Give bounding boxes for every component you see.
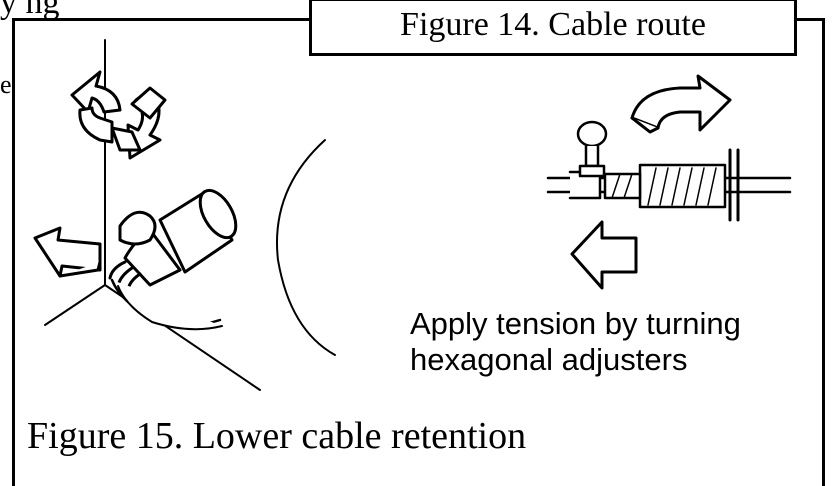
- cropped-top-text: y ng: [0, 0, 60, 21]
- rotate-arrows-icon: [70, 70, 167, 160]
- tension-instruction-line-1: Apply tension by turning: [410, 306, 741, 341]
- pull-arrow-icon: [33, 226, 102, 278]
- shaft-assembly: [546, 120, 792, 222]
- push-arrow-icon: [570, 220, 638, 290]
- cropped-side-text: e: [0, 70, 12, 99]
- figure-15-caption: Figure 15. Lower cable retention: [27, 415, 527, 457]
- tension-instruction: Apply tension by turning hexagonal adjus…: [410, 306, 741, 378]
- tension-instruction-line-2: hexagonal adjusters: [410, 342, 688, 377]
- figure-14-caption: Figure 14. Cable route: [309, 0, 797, 56]
- center-bracket-curve: [276, 139, 336, 356]
- rotate-arrow-icon: [630, 74, 732, 134]
- diagonal-axis-line: [44, 284, 106, 326]
- adjuster-assembly: [108, 188, 238, 331]
